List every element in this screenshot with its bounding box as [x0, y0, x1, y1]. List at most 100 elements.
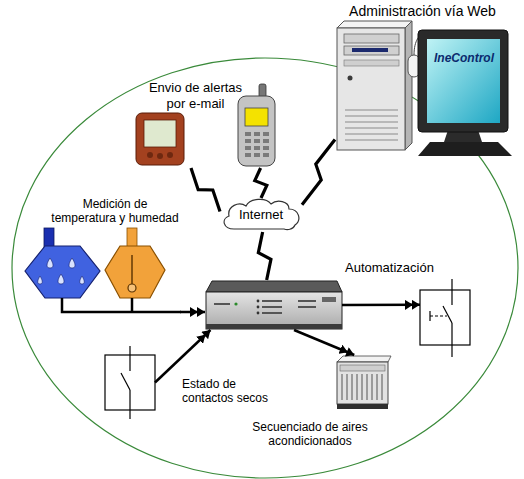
controller-device: [206, 281, 342, 329]
slat: [367, 374, 368, 400]
sensors-node: Medición de temperatura y humedad: [20, 195, 180, 317]
water-drop: [58, 274, 64, 284]
grille-line: [345, 134, 398, 135]
pda: [136, 113, 184, 165]
monitor-bezel: [418, 30, 508, 132]
pda-screen: [144, 120, 176, 147]
arrow-connector: [294, 330, 354, 355]
monitor: [418, 30, 512, 156]
arrow-connector: [155, 330, 210, 383]
led: [257, 306, 260, 309]
monitor-screen: [427, 39, 500, 123]
grille-line: [345, 116, 398, 117]
contact-blade: [443, 306, 452, 323]
wire: [62, 298, 181, 312]
panel-mark: [322, 297, 336, 302]
phone-key: [245, 139, 251, 143]
grille-line: [345, 110, 398, 111]
thermometer-bulb: [128, 284, 136, 292]
phone-key: [263, 132, 269, 136]
air-conditioner: [337, 356, 391, 409]
contact-line: [129, 390, 130, 419]
drive-slot: [352, 48, 388, 52]
pda-button: [157, 153, 163, 159]
water-drop: [80, 276, 85, 284]
phone-key: [254, 132, 260, 136]
tower-top: [337, 21, 412, 28]
pda-body: [136, 113, 184, 165]
device-top: [206, 281, 342, 292]
device-front: [206, 292, 342, 329]
panel-mark: [262, 300, 282, 302]
led: [234, 302, 237, 305]
water-drop: [47, 258, 53, 268]
drive-bay: [344, 46, 399, 55]
sensor-body: [25, 246, 100, 298]
thermometer-line: [131, 255, 132, 284]
workstation-node: Administración vía WebIneControl: [335, 25, 510, 155]
phone-key: [254, 153, 260, 157]
lightning-link: [302, 139, 335, 204]
internet-cloud: Internet: [220, 198, 302, 232]
ac-band: [340, 365, 385, 371]
server-tower: [337, 21, 412, 150]
node-caption: Secuenciado de aires acondicionados: [245, 420, 375, 449]
phone-screen: [245, 108, 268, 126]
contact-blade: [121, 373, 130, 390]
node-caption: Automatización: [345, 260, 445, 276]
drive-bay: [344, 60, 399, 66]
sensor-wire: [62, 298, 181, 312]
tower-front: [337, 28, 405, 150]
ac-sequencing-node: Secuenciado de aires acondicionados: [335, 355, 390, 410]
ac-front: [337, 362, 388, 404]
mobile-phone: [238, 84, 275, 166]
actuator-tick: [429, 311, 430, 321]
grille-line: [345, 128, 398, 129]
slat: [372, 374, 373, 400]
temperature-sensor: [105, 228, 165, 298]
phone-key: [254, 146, 260, 150]
arrow-connector: [180, 311, 205, 314]
arrow-connector: [342, 304, 420, 307]
slat: [382, 374, 383, 400]
phone-key: [254, 139, 260, 143]
node-caption: Medición de temperatura y humedad: [50, 197, 180, 226]
panel-mark: [298, 306, 316, 308]
tower-side: [405, 21, 412, 150]
contact-line: [129, 346, 130, 371]
panel-mark: [214, 303, 230, 305]
contact-line: [451, 323, 452, 357]
symbol-frame: [420, 290, 470, 345]
phone-key: [263, 153, 269, 157]
automation-node: Automatización: [420, 290, 470, 345]
node-caption: Estado de contactos secos: [182, 377, 277, 406]
drive-bay: [344, 34, 399, 43]
controller-node: [205, 280, 342, 330]
relay-switch-symbol: [420, 279, 470, 357]
node-caption: Envio de alertas por e-mail: [143, 80, 248, 111]
device-bottom: [206, 324, 342, 329]
slat: [342, 374, 343, 400]
slat: [357, 374, 358, 400]
lightning-link: [191, 168, 220, 212]
panel-mark: [262, 312, 282, 314]
phone-key: [245, 146, 251, 150]
pda-button: [167, 152, 173, 158]
ac-base: [337, 404, 388, 409]
phone-key: [245, 153, 251, 157]
panel-mark: [262, 306, 282, 308]
phone-key: [263, 139, 269, 143]
power-button: [348, 76, 353, 81]
humidity-sensor: [25, 228, 100, 298]
panel-mark: [298, 300, 316, 302]
contact-line: [451, 279, 452, 305]
phone-key: [263, 146, 269, 150]
slat: [347, 374, 348, 400]
monitor-base: [418, 142, 512, 156]
phone-keypad: [245, 132, 269, 157]
screen-label: IneControl: [427, 51, 501, 65]
led: [257, 300, 260, 303]
phone-body: [238, 96, 275, 166]
